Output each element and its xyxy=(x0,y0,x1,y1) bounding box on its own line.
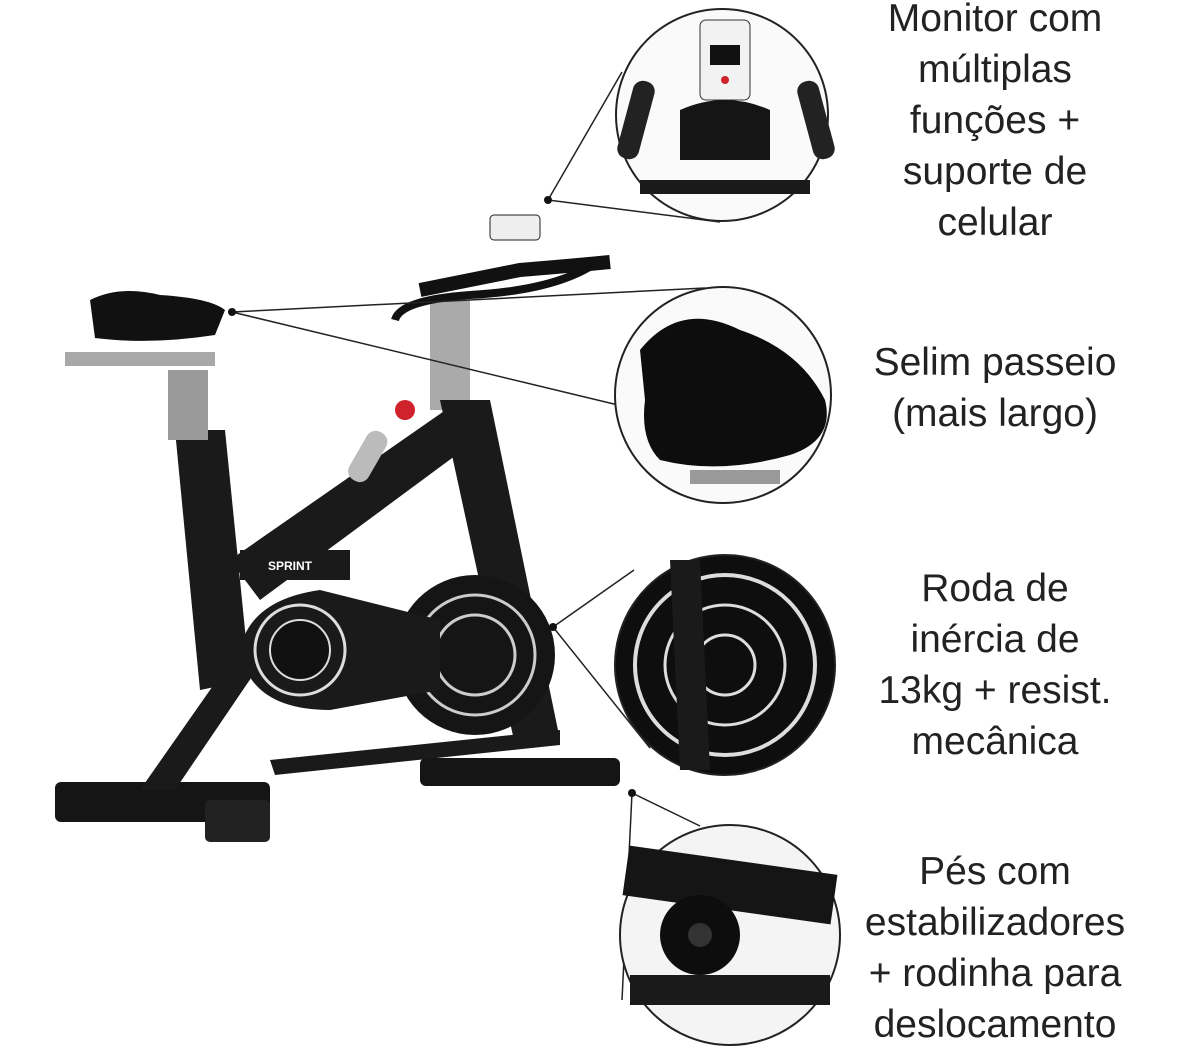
water-bottle xyxy=(348,430,388,483)
seat-slider xyxy=(65,352,215,366)
label-line: múltiplas xyxy=(918,48,1072,91)
model-logo: SPRINT xyxy=(268,559,313,573)
label-line: deslocamento xyxy=(873,1003,1117,1046)
callout-label-monitor: Monitor com múltiplas funções + suporte … xyxy=(830,0,1160,248)
label-line: celular xyxy=(937,201,1053,244)
label-line: Monitor com xyxy=(887,0,1103,40)
label-line: + rodinha para xyxy=(868,952,1122,995)
detail-circle-flywheel xyxy=(614,554,836,776)
detail-circle-monitor xyxy=(615,8,835,222)
label-line: Pés com xyxy=(919,850,1071,893)
label-line: suporte de xyxy=(902,150,1088,193)
callout-label-feet: Pés com estabilizadores + rodinha para d… xyxy=(830,846,1160,1050)
label-line: funções + xyxy=(909,99,1081,142)
seat-tube xyxy=(175,430,250,690)
detail-circle-seat xyxy=(614,286,832,504)
callout-label-flywheel: Roda de inércia de 13kg + resist. mecâni… xyxy=(830,563,1160,767)
exercise-bike: SPRINT ODIN xyxy=(55,214,620,842)
monitor xyxy=(489,214,541,241)
handlebar xyxy=(418,255,611,297)
callout-label-seat: Selim passeio (mais largo) xyxy=(830,337,1160,439)
label-line: (mais largo) xyxy=(892,392,1098,435)
label-line: Roda de xyxy=(921,567,1069,610)
chain-guard xyxy=(240,590,440,710)
handlebar-post xyxy=(430,300,470,410)
label-line: mecânica xyxy=(911,720,1079,763)
label-line: Selim passeio xyxy=(873,341,1117,384)
resistance-knob xyxy=(395,400,415,420)
flywheel xyxy=(395,575,555,735)
rear-foot-stabilizer xyxy=(205,800,270,842)
callout-dots xyxy=(228,196,636,797)
label-line: 13kg + resist. xyxy=(878,669,1112,712)
detail-circle-feet xyxy=(619,824,841,1046)
seat-post xyxy=(168,370,208,440)
label-line: inércia de xyxy=(910,618,1080,661)
label-line: estabilizadores xyxy=(864,901,1126,944)
front-foot-bar xyxy=(420,758,620,786)
seat xyxy=(90,291,225,341)
